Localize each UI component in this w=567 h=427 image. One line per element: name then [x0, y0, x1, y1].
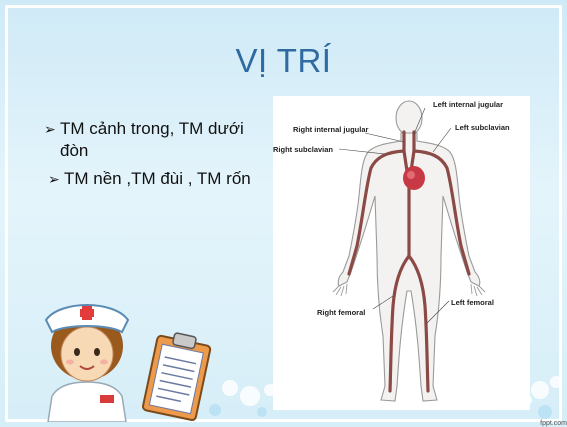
watermark: fppt.com	[540, 420, 567, 427]
nurse-icon	[30, 290, 145, 422]
label-left-femoral: Left femoral	[451, 298, 494, 307]
arrow-bullet-icon: ➢	[48, 168, 60, 190]
label-right-subclavian: Right subclavian	[273, 145, 333, 154]
label-right-femoral: Right femoral	[317, 308, 365, 317]
label-right-internal-jugular: Right internal jugular	[293, 125, 368, 134]
clipboard-icon	[138, 330, 216, 422]
bullet-text: TM nền ,TM đùi , TM rốn	[64, 169, 251, 188]
heart-icon	[403, 166, 425, 190]
arrow-bullet-icon: ➢	[44, 118, 56, 140]
bullet-text: TM cảnh trong, TM dưới đòn	[60, 119, 244, 160]
bullet-item: ➢ TM cảnh trong, TM dưới đòn	[44, 118, 254, 162]
bullet-item: ➢ TM nền ,TM đùi , TM rốn	[44, 168, 254, 190]
label-left-internal-jugular: Left internal jugular	[433, 100, 503, 109]
slide-title: VỊ TRÍ	[0, 42, 567, 80]
label-left-subclavian: Left subclavian	[455, 123, 510, 132]
bullet-list: ➢ TM cảnh trong, TM dưới đòn ➢ TM nền ,T…	[44, 118, 254, 196]
